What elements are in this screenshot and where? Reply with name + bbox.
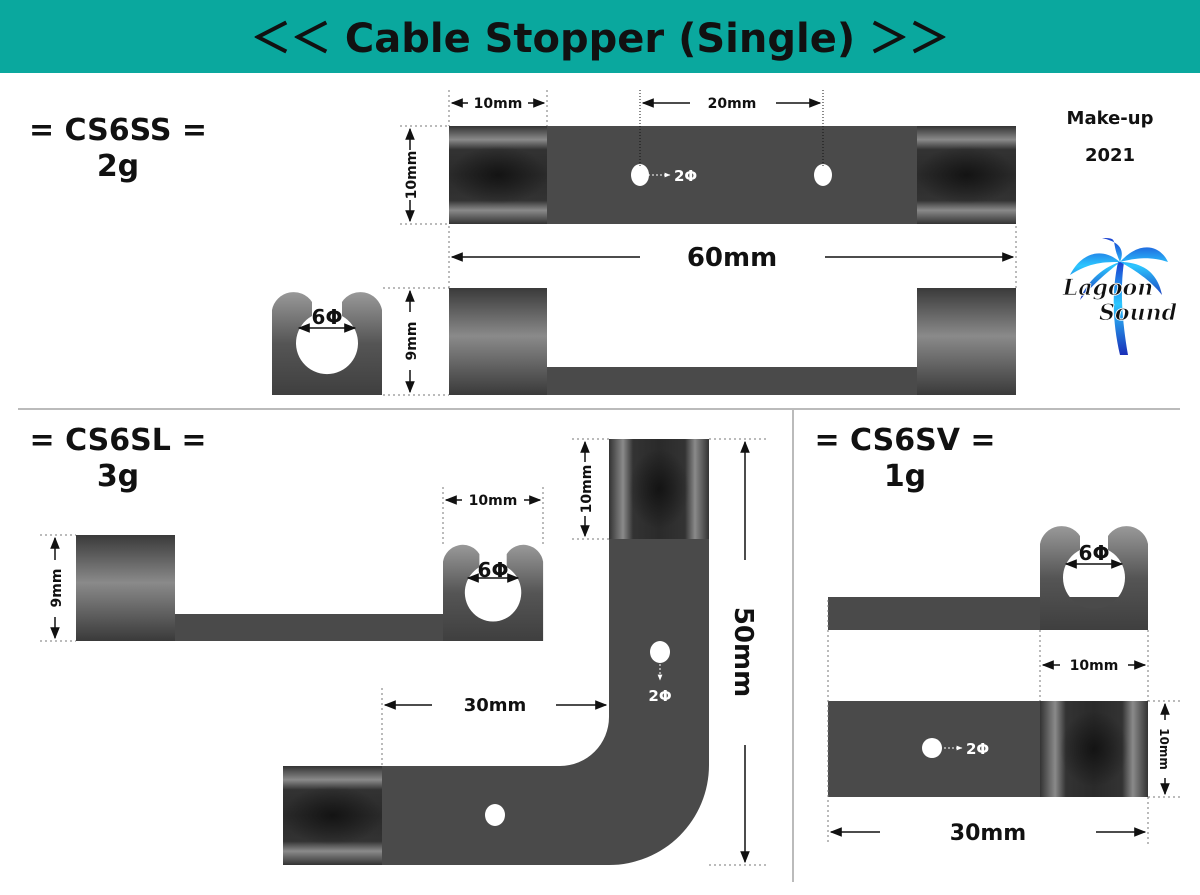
cs6ss-dim-width: 10mm — [404, 151, 420, 200]
cs6ss-side-pad-left — [449, 288, 547, 395]
pad-shade — [1060, 711, 1128, 787]
pad-shade — [283, 786, 382, 845]
palm-trunk-icon — [1113, 262, 1128, 355]
logo-text-sound: Sound — [1099, 300, 1177, 326]
cs6ss-clip-label: 6Φ — [312, 305, 343, 329]
clip-shape — [272, 292, 382, 395]
palm-leaves-icon — [1070, 238, 1168, 300]
cs6sl-dim-pad: 10mm — [579, 465, 595, 514]
make-up-year: 2021 — [1085, 145, 1135, 166]
cs6ss-dim-hole-pitch: 20mm — [708, 96, 757, 112]
cs6ss-clip-end-view: 6Φ — [272, 292, 382, 395]
cs6sv-name: = CS6SV = — [814, 423, 995, 458]
cs6sl-clip-label: 6Φ — [478, 558, 509, 582]
cs6sv-clip-label: 6Φ — [1079, 541, 1110, 565]
page-title: ＜＜ Cable Stopper (Single) ＞＞ — [251, 16, 949, 62]
clip-shape — [1040, 526, 1148, 630]
cs6sv-clip — [1040, 526, 1148, 630]
cs6sv-dim-pad: 10mm — [1070, 658, 1119, 674]
pad-shade — [449, 146, 547, 204]
cs6sl-clip — [443, 544, 544, 642]
cs6sv-dim-width: 10mm — [1157, 728, 1171, 770]
cs6ss-top-view: 2Φ — [449, 126, 1016, 224]
clip-shape — [443, 544, 544, 642]
cs6sl-l-top-view: 2Φ — [283, 439, 709, 865]
cs6sl-l-body — [382, 439, 709, 865]
cs6ss-hole-2 — [814, 164, 832, 186]
cs6ss-hole-label: 2Φ — [674, 167, 697, 185]
cs6ss-weight: 2g — [97, 149, 139, 184]
cs6ss-dim-length: 60mm — [687, 243, 777, 273]
cs6sv-dim-length: 30mm — [950, 821, 1026, 846]
header-bar — [0, 0, 1200, 73]
cs6sl-hole-label: 2Φ — [648, 687, 671, 705]
cs6sl-dim-arm: 30mm — [464, 695, 527, 716]
cs6ss-dim-pad: 10mm — [474, 96, 523, 112]
make-up-label: Make-up — [1067, 108, 1154, 129]
logo-text-lagoon: Lagoon — [1062, 275, 1153, 301]
cs6sl-hole-2 — [485, 804, 505, 826]
cs6ss-side-pad-right — [917, 288, 1016, 395]
pad-shade — [917, 146, 1016, 204]
cs6sl-dim-clip: 10mm — [469, 493, 518, 509]
cs6sl-dim-height: 9mm — [49, 569, 65, 608]
cs6sv-weight: 1g — [884, 459, 926, 494]
cs6sv-hole-label: 2Φ — [966, 740, 989, 758]
cs6ss-name: = CS6SS = — [29, 113, 207, 148]
cs6ss-dim-height: 9mm — [404, 322, 420, 361]
cs6sl-dim-length: 50mm — [728, 607, 758, 697]
cs6sl-side-pad — [76, 535, 175, 641]
cs6sl-weight: 3g — [97, 459, 139, 494]
pad-shade — [629, 449, 689, 529]
cs6ss-side-view — [449, 288, 1016, 395]
cs6sv-top-view: 2Φ — [828, 701, 1148, 797]
cs6sl-name: = CS6SL = — [30, 423, 207, 458]
lagoon-sound-logo: Lagoon Sound — [1061, 238, 1177, 355]
